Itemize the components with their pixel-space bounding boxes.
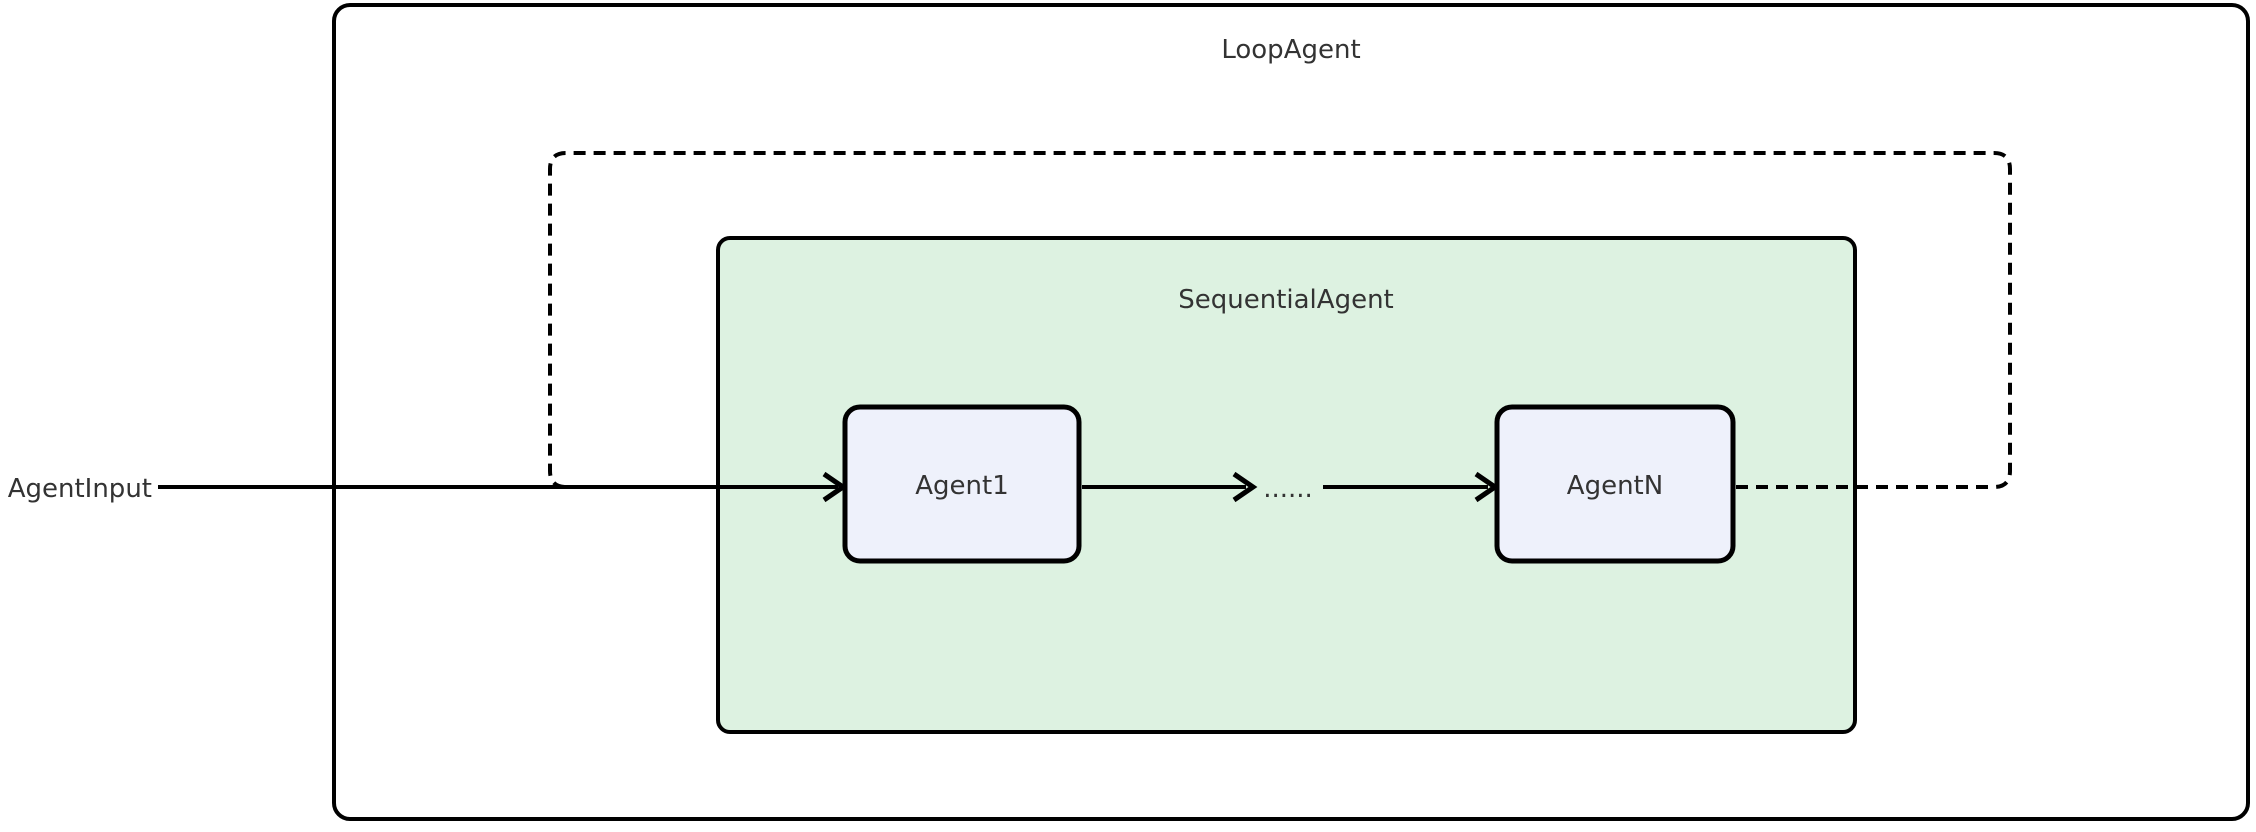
node-agent1-label: Agent1 — [915, 471, 1009, 501]
sequential-agent-label: SequentialAgent — [1178, 285, 1394, 315]
node-agentn-label: AgentN — [1567, 471, 1663, 501]
arrowhead-into-ellipsis-icon — [1232, 471, 1258, 503]
agent-input-label: AgentInput — [8, 474, 152, 504]
node-agent1 — [842, 404, 1082, 564]
loopback-edge — [548, 151, 2012, 489]
ellipsis-label: ...... — [1263, 474, 1313, 504]
loop-agent-label: LoopAgent — [1221, 35, 1360, 65]
node-agentn — [1494, 404, 1736, 564]
